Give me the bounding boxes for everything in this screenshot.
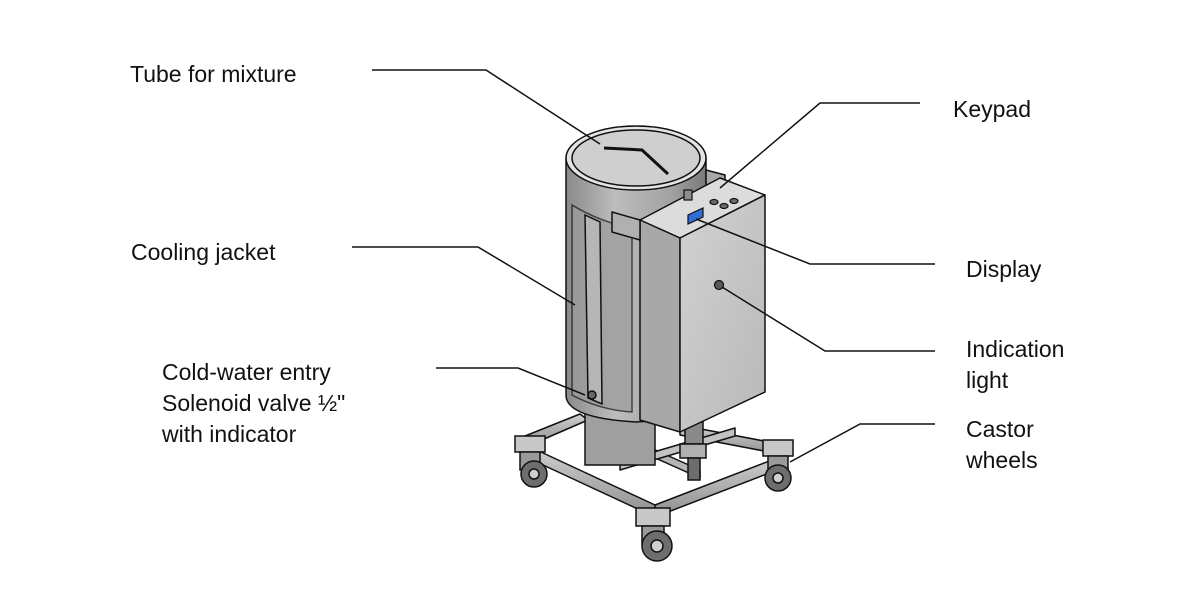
leader-keypad: [719, 102, 920, 189]
keypad: [683, 189, 739, 210]
label-display: Display: [966, 256, 1042, 282]
label-keypad: Keypad: [953, 96, 1032, 122]
leader-indication: [721, 286, 935, 352]
leader-display: [695, 218, 935, 265]
castor-wheel-front: [635, 507, 673, 562]
label-tube-for-mixture: Tube for mixture: [130, 61, 297, 87]
castor-wheel-back-right: [762, 439, 794, 492]
label-cooling-jacket: Cooling jacket: [131, 239, 276, 265]
leader-tube: [372, 69, 601, 145]
leader-lines: [352, 69, 935, 463]
label-indication-light: Indication light: [966, 336, 1065, 393]
castor-wheel-back-left: [514, 435, 548, 488]
indication-light: [713, 279, 725, 291]
castor-wheels: [514, 421, 794, 562]
leader-castor: [789, 423, 935, 463]
display-screen: [687, 207, 704, 225]
leader-coldwater: [436, 367, 586, 396]
leader-cooling: [352, 246, 576, 306]
label-castor-wheels: Castor wheels: [966, 416, 1038, 473]
label-cold-water-entry: Cold-water entry Solenoid valve ½" with …: [162, 359, 346, 447]
